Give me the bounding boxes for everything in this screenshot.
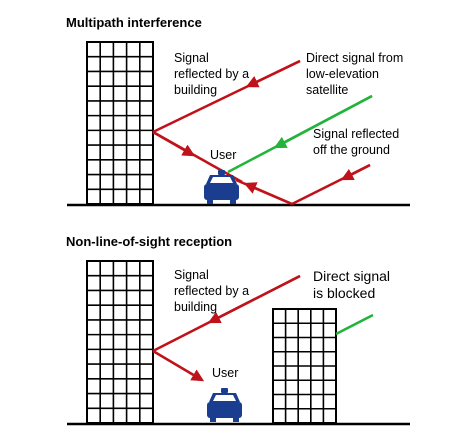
panel-multipath: Multipath interference xyxy=(66,15,410,207)
label-direct-blocked: Direct signal is blocked xyxy=(313,268,394,301)
label-reflected-ground: Signal reflected off the ground xyxy=(313,127,403,157)
label-reflected-building: Signal reflected by a building xyxy=(174,268,253,314)
label-user: User xyxy=(212,366,238,380)
label-user: User xyxy=(210,148,236,162)
car-icon xyxy=(207,388,242,422)
signal-direct xyxy=(227,94,373,174)
building-icon xyxy=(272,308,337,424)
signal-direct-blocked xyxy=(335,313,374,336)
panel-nlos: Non-line-of-sight reception xyxy=(66,234,410,426)
signal-reflected-building xyxy=(152,274,301,382)
car-icon xyxy=(204,170,239,204)
panel-title: Multipath interference xyxy=(66,15,202,30)
building-icon xyxy=(86,260,154,424)
label-reflected-building: Signal reflected by a building xyxy=(174,51,253,97)
signal-reflected-building xyxy=(152,59,301,184)
building-icon xyxy=(86,41,154,205)
label-direct-signal: Direct signal from low-elevation satelli… xyxy=(306,51,407,97)
signal-reflected-ground xyxy=(235,163,371,206)
panel-title: Non-line-of-sight reception xyxy=(66,234,232,249)
